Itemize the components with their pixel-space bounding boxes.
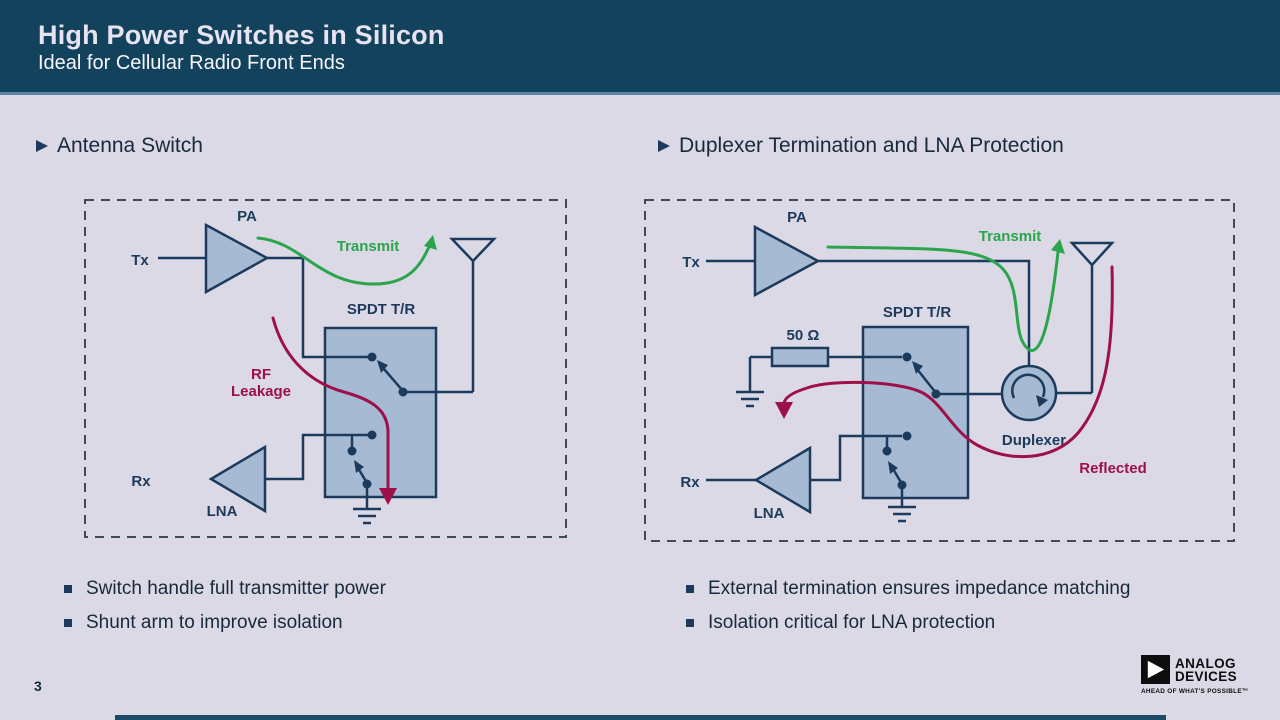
list-item: Shunt arm to improve isolation: [64, 612, 386, 634]
section-heading-antenna-switch: Antenna Switch: [36, 134, 203, 158]
spdt-label: SPDT T/R: [883, 304, 952, 321]
dashed-border: [644, 199, 1235, 542]
resistor-label: 50 Ω: [787, 327, 820, 344]
tx-label: Tx: [682, 254, 700, 271]
wires: [706, 259, 1092, 506]
lna-amplifier: [208, 444, 267, 514]
transmit-label: Transmit: [979, 228, 1042, 245]
transmit-arrow: [256, 235, 437, 286]
bottom-progress-bar: [115, 715, 1166, 720]
adi-triangle-logo-icon: [1141, 655, 1170, 684]
rx-label: Rx: [680, 474, 700, 491]
lna-label: LNA: [754, 505, 785, 522]
page-subtitle: Ideal for Cellular Radio Front Ends: [38, 52, 345, 74]
section-heading-duplexer: Duplexer Termination and LNA Protection: [658, 134, 1064, 158]
shunt-switch: [347, 430, 377, 489]
logo-line2: DEVICES: [1175, 668, 1238, 684]
logo-line1: ANALOG: [1175, 655, 1236, 671]
analog-devices-logo: ANALOG DEVICES AHEAD OF WHAT'S POSSIBLE™: [1141, 655, 1249, 695]
bullet-list-left: Switch handle full transmitter power Shu…: [64, 578, 386, 646]
reflected-label: Reflected: [1079, 460, 1147, 477]
page-title: High Power Switches in Silicon: [38, 20, 445, 50]
section-arrow-icon: [658, 140, 670, 152]
square-bullet-icon: [64, 619, 72, 627]
shunt-switch: [882, 431, 912, 490]
list-item: External termination ensures impedance m…: [686, 578, 1130, 600]
transmit-label: Transmit: [337, 238, 400, 255]
square-bullet-icon: [64, 585, 72, 593]
duplexer-label: Duplexer: [1002, 432, 1066, 449]
bullet-text: External termination ensures impedance m…: [708, 578, 1131, 599]
pa-label: PA: [237, 208, 257, 225]
page-number: 3: [34, 678, 42, 694]
rf-leakage-label-1: RF: [251, 366, 271, 383]
pa-amplifier: [753, 224, 821, 298]
antenna-icon: [1069, 241, 1115, 393]
list-item: Isolation critical for LNA protection: [686, 612, 1130, 634]
dashed-border: [84, 199, 567, 538]
logo-tagline: AHEAD OF WHAT'S POSSIBLE™: [1141, 688, 1249, 695]
rf-leakage-label-2: Leakage: [231, 383, 291, 400]
series-switch: [367, 352, 408, 397]
ground-icon: [888, 505, 916, 523]
ground-icon: [736, 390, 764, 408]
transmit-arrow: [826, 239, 1065, 352]
section-heading-label: Duplexer Termination and LNA Protection: [679, 134, 1064, 157]
tx-label: Tx: [131, 252, 149, 269]
lna-label: LNA: [207, 503, 238, 520]
rx-label: Rx: [131, 473, 151, 490]
section-heading-label: Antenna Switch: [57, 134, 203, 157]
antenna-switch-diagram: Tx PA SPDT T/R Transmit RF Leakage Rx LN…: [84, 199, 567, 538]
antenna-icon: [449, 237, 497, 392]
spdt-switch-box: [861, 325, 970, 500]
slide-header: High Power Switches in Silicon Ideal for…: [0, 0, 1280, 95]
series-switch: [902, 352, 941, 399]
resistor-50ohm: [770, 346, 830, 368]
pa-label: PA: [787, 209, 807, 226]
bullet-text: Isolation critical for LNA protection: [708, 612, 996, 633]
square-bullet-icon: [686, 619, 694, 627]
spdt-label: SPDT T/R: [347, 301, 416, 318]
lna-amplifier: [753, 445, 812, 515]
list-item: Switch handle full transmitter power: [64, 578, 386, 600]
section-arrow-icon: [36, 140, 48, 152]
square-bullet-icon: [686, 585, 694, 593]
rf-leakage-arrow: [271, 316, 397, 505]
bullet-list-right: External termination ensures impedance m…: [686, 578, 1130, 646]
bullet-text: Shunt arm to improve isolation: [86, 612, 343, 633]
ground-icon: [353, 507, 381, 525]
logo-wordmark: ANALOG DEVICES: [1175, 655, 1238, 684]
duplexer-diagram: Tx PA 50 Ω SPDT T/R Transmit Duplexer Re…: [644, 199, 1235, 542]
bullet-text: Switch handle full transmitter power: [86, 578, 386, 599]
pa-amplifier: [204, 222, 270, 295]
reflected-arrow: [775, 265, 1114, 459]
duplexer-circulator: [1000, 364, 1058, 422]
